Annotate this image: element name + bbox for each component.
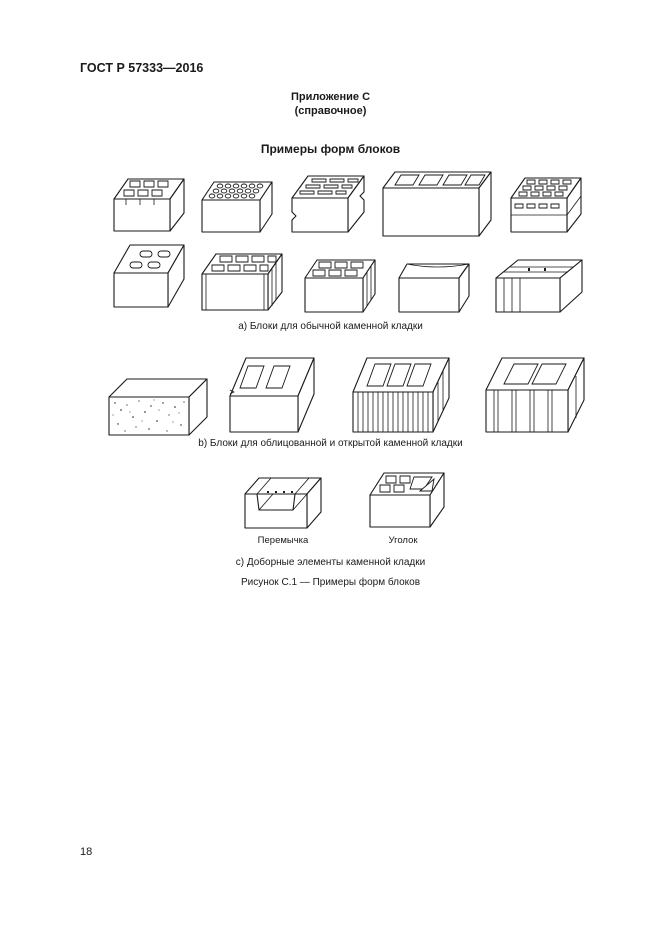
block-2x3-ribbed (303, 258, 377, 314)
document-header: ГОСТ Р 57333—2016 (80, 61, 204, 75)
block-2x3-cells (112, 175, 186, 233)
block-ribbed-cells (200, 252, 284, 312)
block-split-face-hollow (228, 354, 316, 434)
block-ribbed-hollow (484, 354, 586, 434)
annex-heading: Приложение С (справочное) (0, 90, 661, 118)
block-textured-face (107, 377, 209, 437)
lintel-block (243, 476, 323, 530)
block-long-grooved (494, 258, 584, 314)
figure-caption: Рисунок С.1 — Примеры форм блоков (240, 577, 421, 588)
block-stacked-grid (509, 174, 583, 234)
block-slotted-tongue (290, 172, 366, 234)
annex-title: Приложение С (290, 91, 371, 103)
block-round-holes (200, 178, 274, 234)
block-solid-grooved (397, 260, 471, 314)
page-number: 18 (80, 846, 93, 858)
caption-b: b) Блоки для облицованной и открытой кам… (198, 438, 463, 449)
caption-c: с) Доборные элементы каменной кладки (235, 557, 426, 568)
caption-a: а) Блоки для обычной каменной кладки (238, 321, 423, 332)
corner-block (368, 471, 446, 529)
block-fluted-hollow (351, 354, 451, 434)
label-lintel: Перемычка (257, 535, 309, 546)
annex-subtitle: (справочное) (294, 105, 367, 117)
block-large-hollow (381, 170, 493, 238)
block-four-holes (112, 243, 186, 309)
figure-title: Примеры форм блоков (260, 142, 401, 156)
label-corner: Уголок (388, 535, 418, 546)
